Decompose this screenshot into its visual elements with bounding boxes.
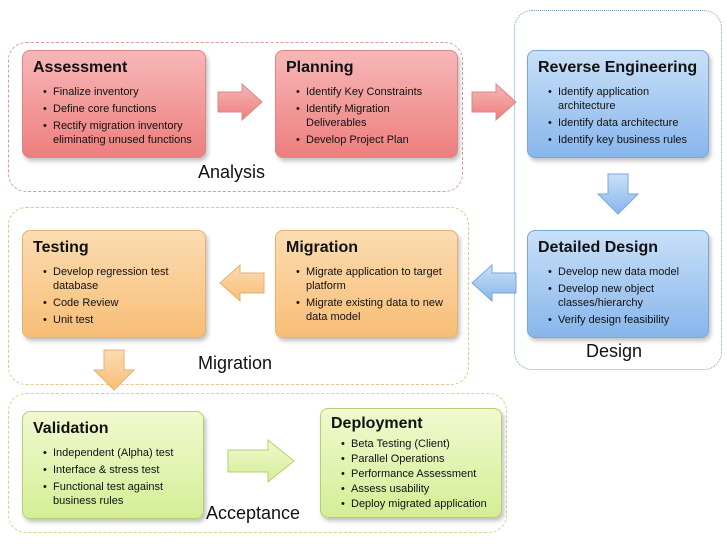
arrow-right-icon <box>471 82 517 122</box>
list-item: Parallel Operations <box>341 452 491 466</box>
assessment-box: Assessment Finalize inventory Define cor… <box>22 50 206 158</box>
deployment-box: Deployment Beta Testing (Client) Paralle… <box>320 408 502 518</box>
list-item: Develop new object classes/hierarchy <box>548 282 698 310</box>
migration-box: Migration Migrate application to target … <box>275 230 458 338</box>
migration-list: Migrate application to target platform M… <box>286 265 447 324</box>
list-item: Identify key business rules <box>548 133 698 147</box>
arrow-right-icon <box>217 82 263 122</box>
reverse-engineering-box: Reverse Engineering Identify application… <box>527 50 709 158</box>
migration-label: Migration <box>198 353 273 373</box>
list-item: Identify Migration Deliverables <box>296 102 447 130</box>
list-item: Develop new data model <box>548 265 698 279</box>
analysis-group <box>8 42 463 192</box>
analysis-label: Analysis <box>198 162 266 182</box>
list-item: Unit test <box>43 313 195 327</box>
list-item: Beta Testing (Client) <box>341 437 491 451</box>
list-item: Migrate existing data to new data model <box>296 296 447 324</box>
reverse-engineering-list: Identify application architecture Identi… <box>538 85 698 147</box>
list-item: Verify design feasibility <box>548 313 698 327</box>
assessment-list: Finalize inventory Define core functions… <box>33 85 195 147</box>
list-item: Finalize inventory <box>43 85 195 99</box>
list-item: Identify data architecture <box>548 116 698 130</box>
list-item: Identify application architecture <box>548 85 698 113</box>
arrow-down-icon <box>92 349 136 391</box>
deployment-list: Beta Testing (Client) Parallel Operation… <box>331 437 491 511</box>
acceptance-group <box>8 393 507 533</box>
list-item: Migrate application to target platform <box>296 265 447 293</box>
design-label: Design <box>586 341 643 361</box>
migration-title: Migration <box>286 239 358 256</box>
list-item: Code Review <box>43 296 195 310</box>
list-item: Independent (Alpha) test <box>43 446 193 460</box>
arrow-left-icon <box>471 263 517 303</box>
validation-title: Validation <box>33 420 109 437</box>
list-item: Functional test against business rules <box>43 480 193 508</box>
migration-group <box>8 207 469 385</box>
list-item: Interface & stress test <box>43 463 193 477</box>
detailed-design-list: Develop new data model Develop new objec… <box>538 265 698 327</box>
list-item: Assess usability <box>341 482 491 496</box>
detailed-design-title: Detailed Design <box>538 239 659 256</box>
list-item: Define core functions <box>43 102 195 116</box>
list-item: Performance Assessment <box>341 467 491 481</box>
acceptance-label: Acceptance <box>206 503 301 523</box>
reverse-engineering-title: Reverse Engineering <box>538 59 698 76</box>
arrow-right-icon <box>227 438 295 484</box>
planning-title: Planning <box>286 59 354 76</box>
arrow-left-icon <box>219 263 265 303</box>
testing-title: Testing <box>33 239 89 256</box>
list-item: Develop Project Plan <box>296 133 447 147</box>
deployment-title: Deployment <box>331 415 423 432</box>
planning-box: Planning Identify Key Constraints Identi… <box>275 50 458 158</box>
planning-list: Identify Key Constraints Identify Migrat… <box>286 85 447 147</box>
list-item: Develop regression test database <box>43 265 195 293</box>
assessment-title: Assessment <box>33 59 128 76</box>
list-item: Rectify migration inventory eliminating … <box>43 119 195 147</box>
validation-list: Independent (Alpha) test Interface & str… <box>33 446 193 508</box>
arrow-down-icon <box>596 173 640 215</box>
detailed-design-box: Detailed Design Develop new data model D… <box>527 230 709 338</box>
testing-list: Develop regression test database Code Re… <box>33 265 195 327</box>
validation-box: Validation Independent (Alpha) test Inte… <box>22 411 204 519</box>
list-item: Identify Key Constraints <box>296 85 447 99</box>
list-item: Deploy migrated application <box>341 497 491 511</box>
testing-box: Testing Develop regression test database… <box>22 230 206 338</box>
design-group <box>514 10 722 370</box>
